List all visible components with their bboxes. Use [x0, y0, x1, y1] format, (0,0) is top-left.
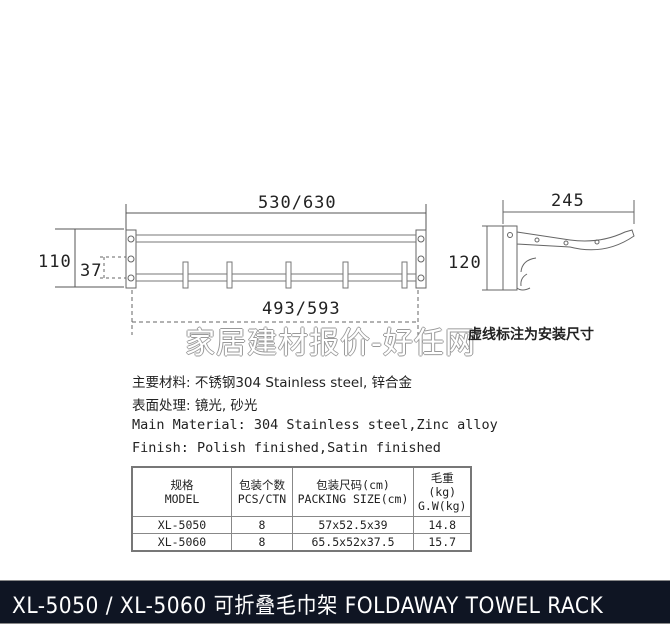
footer-title: XL-5050 / XL-5060 可折叠毛巾架 FOLDAWAY TOWEL …	[12, 594, 604, 619]
left-bracket	[125, 229, 137, 289]
table-row: XL-5060 8 65.5x52x37.5 15.7	[131, 533, 472, 552]
cell-pcs: 8	[231, 533, 293, 552]
side-height-label: 120	[448, 253, 482, 273]
table-row: XL-5050 8 57x52.5x39 14.8	[131, 516, 472, 534]
cell-gw: 15.7	[413, 533, 472, 552]
header-size: 包装尺码(cm)PACKING SIZE(cm)	[292, 466, 414, 517]
install-note: 虚线标注为安装尺寸	[468, 327, 594, 343]
cell-size: 57x52.5x39	[292, 516, 414, 534]
front-view-drawing	[55, 200, 635, 335]
bar-spacing-label: 37	[80, 261, 103, 281]
finish-cn: 表面处理: 镜光, 砂光	[132, 398, 258, 414]
cell-model: XL-5060	[131, 533, 232, 552]
height-label: 110	[38, 252, 72, 272]
hooks	[182, 261, 408, 289]
finish-en: Finish: Polish finished,Satin finished	[132, 440, 441, 456]
cell-size: 65.5x52x37.5	[292, 533, 414, 552]
header-gw: 毛重(kg)G.W(kg)	[413, 466, 472, 517]
top-bar	[136, 234, 416, 243]
watermark: 家居建材报价-好任网	[185, 326, 476, 361]
bottom-bar	[136, 273, 416, 282]
mounting-length-dimension	[131, 290, 419, 335]
cell-model: XL-5050	[131, 516, 232, 534]
cell-pcs: 8	[231, 516, 293, 534]
mounting-length-label: 493/593	[262, 299, 341, 319]
material-en: Main Material: 304 Stainless steel,Zinc …	[132, 417, 498, 433]
side-view-drawing	[482, 200, 635, 291]
right-bracket	[415, 229, 427, 289]
cell-gw: 14.8	[413, 516, 472, 534]
total-length-dimension	[125, 204, 427, 232]
total-length-label: 530/630	[258, 193, 337, 213]
height-dimension	[55, 228, 124, 288]
side-depth-label: 245	[551, 191, 585, 211]
footer-banner: XL-5050 / XL-5060 可折叠毛巾架 FOLDAWAY TOWEL …	[0, 580, 670, 624]
material-cn: 主要材料: 不锈钢304 Stainless steel, 锌合金	[132, 375, 413, 391]
